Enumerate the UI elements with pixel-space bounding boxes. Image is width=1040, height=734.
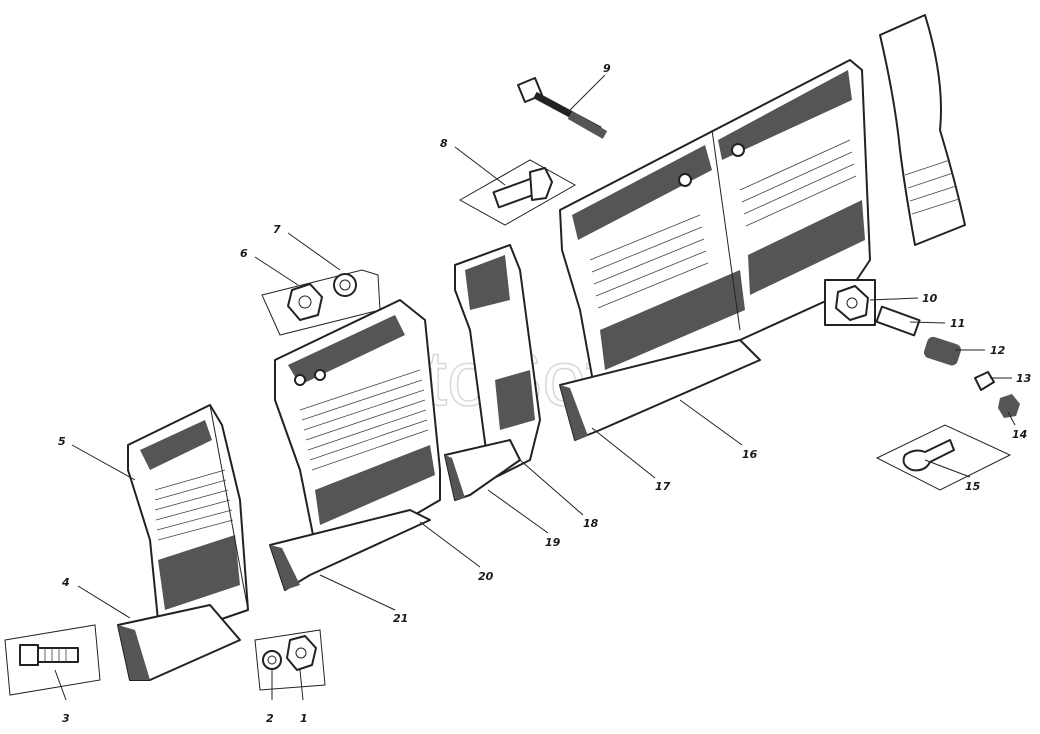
callout-5: 5	[58, 435, 66, 448]
callout-20: 20	[478, 570, 494, 583]
leader-lines	[54, 74, 1016, 701]
bolt-8	[458, 159, 577, 226]
callout-18: 18	[583, 517, 599, 530]
bolt-9	[517, 77, 608, 139]
callout-19: 19	[545, 536, 561, 549]
blade-segment-narrow	[444, 244, 541, 501]
blade-segment-large	[559, 59, 871, 441]
callout-17: 17	[655, 480, 671, 493]
callout-11: 11	[950, 317, 965, 330]
side-plate-curved	[879, 14, 966, 246]
callout-1: 1	[300, 712, 308, 725]
callout-2: 2	[266, 712, 274, 725]
callout-8: 8	[440, 137, 448, 150]
callout-10: 10	[922, 292, 938, 305]
callout-12: 12	[990, 344, 1006, 357]
callout-7: 7	[273, 223, 281, 236]
pin-11	[875, 305, 921, 337]
callout-3: 3	[62, 712, 70, 725]
callout-labels: 1 2 3 4 5 6 7 8 9 10 11 12 13 14 15 16 1…	[58, 62, 1032, 725]
blade-segment-middle	[269, 299, 441, 591]
lever-15	[875, 424, 1012, 491]
nut-10	[824, 279, 876, 326]
nut-and-washer-top	[261, 269, 381, 336]
blade-segment-small	[117, 404, 249, 681]
callout-6: 6	[240, 247, 248, 260]
callout-9: 9	[603, 62, 611, 75]
callout-16: 16	[742, 448, 758, 461]
callout-13: 13	[1016, 372, 1032, 385]
washer-13	[974, 371, 995, 391]
nut-14	[998, 394, 1020, 418]
callout-21: 21	[393, 612, 408, 625]
bolt-3	[4, 624, 101, 696]
spring-12	[923, 336, 961, 366]
callout-15: 15	[965, 480, 981, 493]
callout-4: 4	[61, 576, 70, 589]
callout-14: 14	[1012, 428, 1027, 441]
nut-and-washer-bottom	[254, 629, 326, 691]
